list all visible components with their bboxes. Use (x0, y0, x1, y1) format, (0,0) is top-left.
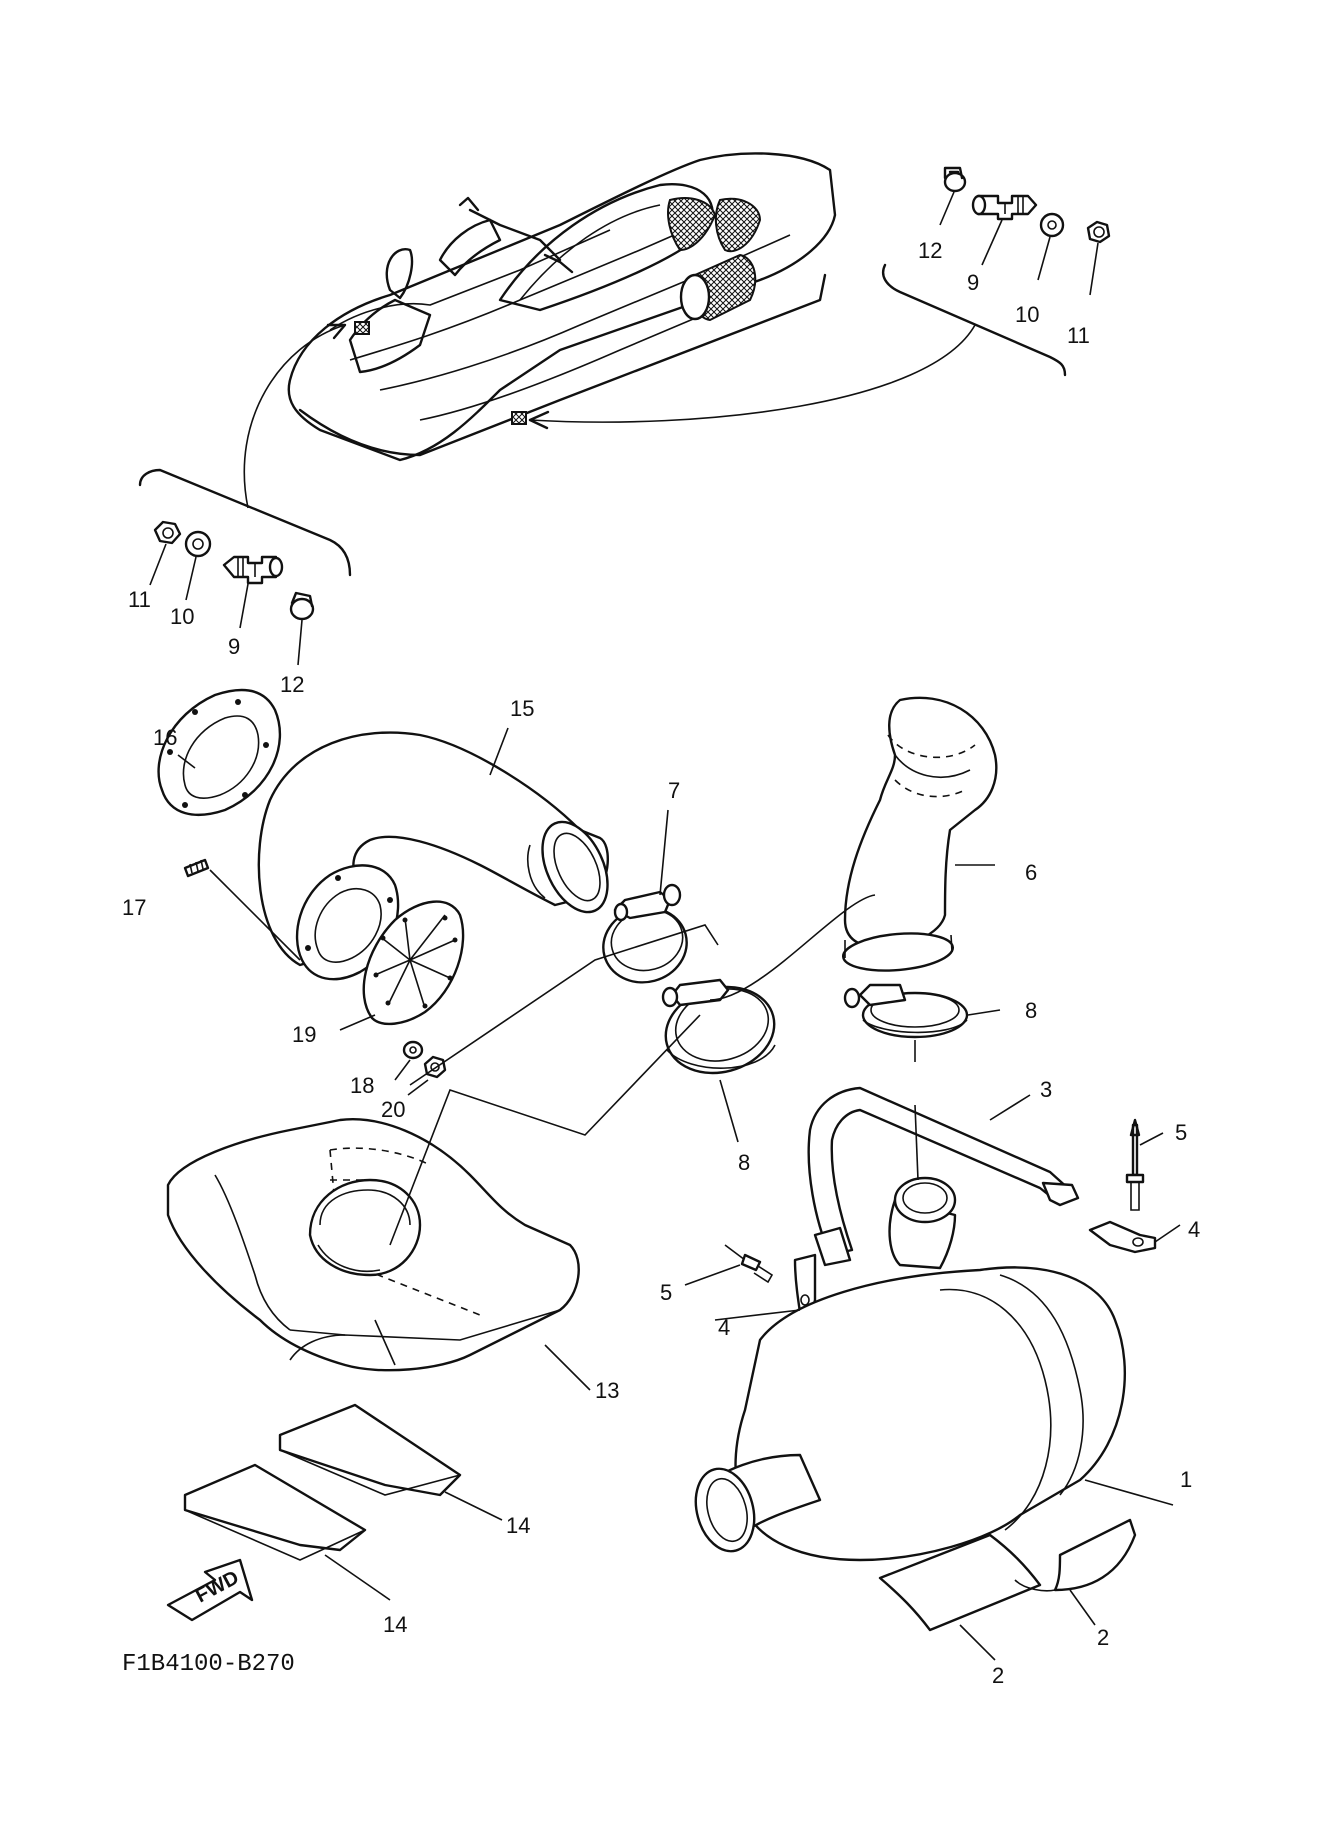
part-5-rivet-right (1125, 1118, 1145, 1211)
diagram-code: F1B4100-B270 (122, 1651, 295, 1678)
part-8-clamp-right (843, 983, 969, 1039)
callout-1: 1 (1180, 1467, 1192, 1492)
callout-8a: 8 (1025, 998, 1037, 1023)
callout-14b: 14 (383, 1612, 407, 1637)
leader-lines (177, 727, 1181, 1661)
callout-20: 20 (381, 1097, 405, 1122)
part-14-pad-lower (183, 1463, 367, 1561)
callout-13: 13 (595, 1378, 619, 1403)
callout-5b: 5 (660, 1280, 672, 1305)
callout-15: 15 (510, 696, 534, 721)
part-18-washer (402, 1040, 424, 1060)
routing-arc-left (243, 324, 346, 509)
callout-10a: 10 (1015, 302, 1039, 327)
callout-16: 16 (153, 725, 177, 750)
bracket-top-right (881, 263, 1067, 377)
fwd-arrow: FWD (166, 1558, 254, 1622)
part-4-bracket-right (1088, 1220, 1157, 1254)
callout-11b: 11 (128, 587, 151, 612)
part-7-clamp (602, 883, 688, 984)
bracket-left (138, 468, 352, 577)
callout-9b: 9 (228, 634, 240, 659)
part-1-muffler (694, 1176, 1126, 1562)
callout-8b: 8 (738, 1150, 750, 1175)
part-3-strap (807, 1086, 1080, 1267)
part-8-clamp-left (661, 978, 776, 1075)
callout-19: 19 (292, 1022, 316, 1047)
callout-2a: 2 (1097, 1625, 1109, 1650)
callout-18: 18 (350, 1073, 374, 1098)
callout-12a: 12 (918, 238, 942, 263)
part-6-elbow (841, 696, 998, 972)
callout-labels: 12 9 10 11 11 10 9 12 15 16 7 6 17 8 19 … (122, 238, 1200, 1688)
callout-6: 6 (1025, 860, 1037, 885)
callout-10b: 10 (170, 604, 194, 629)
routing-arc-right (529, 324, 976, 423)
callout-12b: 12 (280, 672, 304, 697)
callout-7: 7 (668, 778, 680, 803)
watercraft-illustration (287, 152, 837, 462)
part-2-pad-right (1014, 1518, 1137, 1592)
callout-14a: 14 (506, 1513, 530, 1538)
callout-5a: 5 (1175, 1120, 1187, 1145)
callout-3: 3 (1040, 1077, 1052, 1102)
callout-2b: 2 (992, 1663, 1004, 1688)
fitting-group-left (149, 520, 315, 666)
callout-4a: 4 (1188, 1217, 1200, 1242)
part-20-nut (423, 1055, 447, 1079)
part-2-pad-left (878, 1533, 1042, 1632)
part-19-screen (362, 900, 465, 1026)
part-5-rivet-left (724, 1244, 774, 1284)
part-17-stud (183, 858, 210, 878)
callout-9a: 9 (967, 270, 979, 295)
fitting-group-right (939, 166, 1111, 296)
part-14-pad-upper (278, 1403, 462, 1497)
part-13-cover (166, 1118, 580, 1372)
callout-4b: 4 (718, 1315, 730, 1340)
part-16-plate (157, 688, 282, 817)
callout-11a: 11 (1067, 323, 1090, 348)
callout-17: 17 (122, 895, 146, 920)
